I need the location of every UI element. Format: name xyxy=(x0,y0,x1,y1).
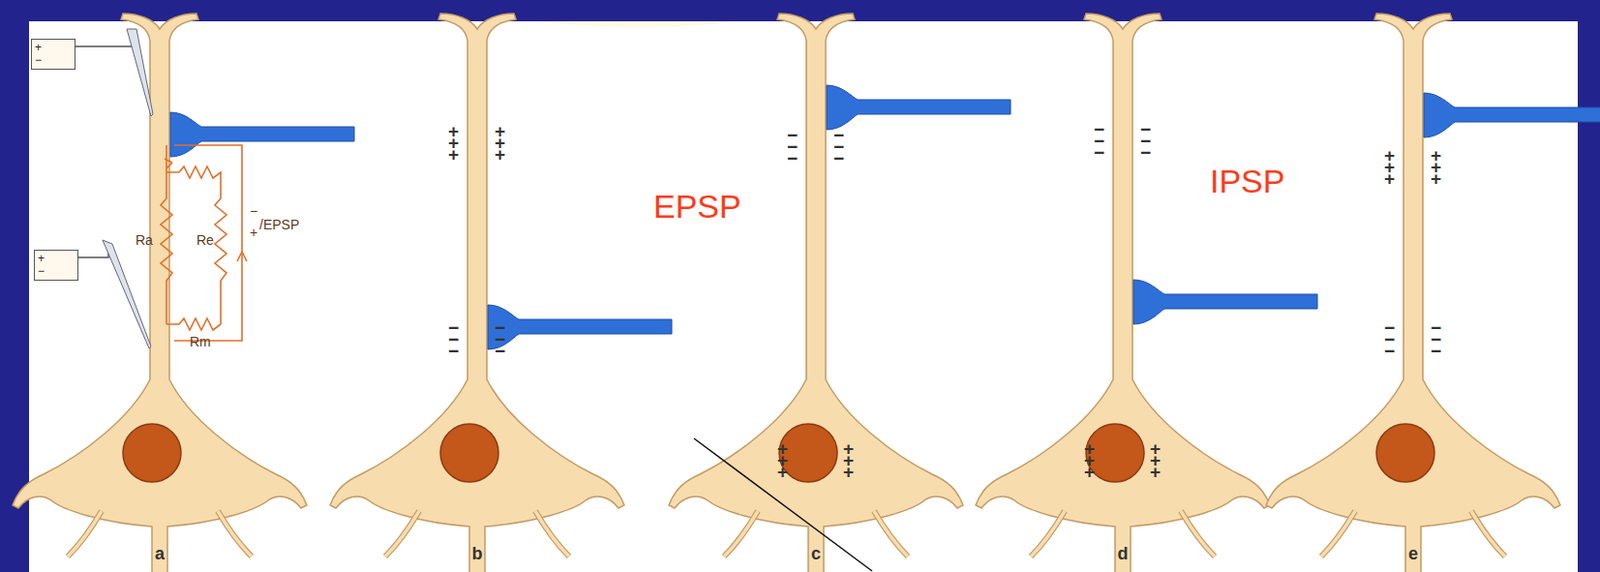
charge-signs: −−− xyxy=(446,322,461,357)
charge-signs: +++ xyxy=(1147,443,1163,478)
equivalent-circuit xyxy=(160,145,247,341)
charge-signs: +++ xyxy=(841,443,856,478)
polarity-sign: + xyxy=(37,252,45,265)
panel-letter: d xyxy=(1117,543,1129,565)
panel-letter: c xyxy=(811,543,821,565)
panel-letter: e xyxy=(1408,543,1419,565)
charge-signs: +++ xyxy=(1428,150,1444,184)
charge-signs: −−− xyxy=(1428,322,1444,357)
polarity-sign: − xyxy=(34,54,42,66)
panel-letter: a xyxy=(154,543,165,565)
strike-line xyxy=(694,438,873,572)
charge-signs: −−− xyxy=(1382,322,1397,357)
charge-signs: +++ xyxy=(1382,150,1397,184)
charge-signs: +++ xyxy=(492,125,508,160)
charge-signs: +++ xyxy=(446,125,461,160)
signal-label: /EPSP xyxy=(259,216,300,233)
effect-label: IPSP xyxy=(1209,162,1285,201)
charge-signs: −−− xyxy=(492,322,508,357)
charge-signs: +++ xyxy=(1082,443,1097,478)
panel-letter: b xyxy=(472,543,484,565)
polarity-sign: − xyxy=(249,203,258,219)
effect-label: EPSP xyxy=(653,187,742,226)
charge-signs: −−− xyxy=(1091,123,1107,158)
charge-signs: −−− xyxy=(1138,123,1153,158)
charge-signs: −−− xyxy=(831,129,846,164)
polarity-sign: + xyxy=(34,41,42,54)
charge-signs: +++ xyxy=(775,443,790,478)
signal-box: +− xyxy=(33,249,79,281)
electrode xyxy=(75,29,153,349)
signal-box: +− xyxy=(30,38,76,70)
resistor-label: Ra xyxy=(135,232,153,248)
polarity-sign: + xyxy=(249,224,258,241)
resistor-label: Rm xyxy=(189,333,212,350)
resistor-label: Re xyxy=(196,232,214,248)
charge-signs: −−− xyxy=(784,129,800,164)
polarity-sign: − xyxy=(37,265,45,277)
